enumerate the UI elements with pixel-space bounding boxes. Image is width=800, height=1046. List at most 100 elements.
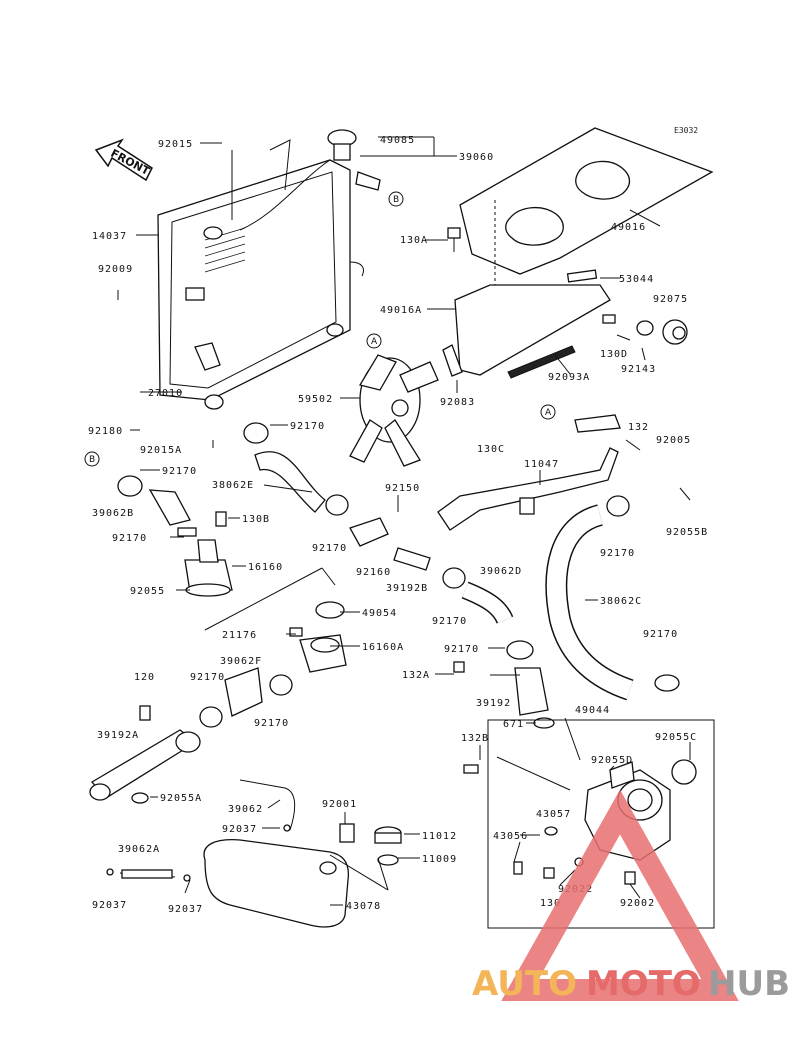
part-label: 92160 bbox=[356, 567, 391, 578]
part-label: 11009 bbox=[422, 854, 457, 865]
part-label: 92143 bbox=[621, 364, 656, 375]
part-label: 132B bbox=[461, 733, 489, 744]
part-label: 132A bbox=[402, 670, 430, 681]
part-label: 39060 bbox=[459, 152, 494, 163]
part-label: 92170 bbox=[162, 466, 197, 477]
pump-detail-box bbox=[487, 719, 715, 929]
part-label: 39062 bbox=[228, 804, 263, 815]
part-label: 92170 bbox=[254, 718, 289, 729]
part-label: 92055 bbox=[130, 586, 165, 597]
ref-a-text: A bbox=[371, 337, 378, 347]
hose-39062F-icon bbox=[224, 667, 263, 717]
thermostat-icon bbox=[289, 601, 347, 673]
part-label: 92170 bbox=[190, 672, 225, 683]
part-label: 39192 bbox=[476, 698, 511, 709]
part-label: 39192B bbox=[386, 583, 428, 594]
front-label: FRONT bbox=[108, 147, 152, 178]
hose-39062B-short-icon bbox=[148, 489, 191, 526]
hose-38062E-icon bbox=[254, 451, 326, 513]
bolt-icon bbox=[447, 227, 461, 252]
part-label: 130B bbox=[242, 514, 270, 525]
part-label: 92150 bbox=[385, 483, 420, 494]
part-label: 92180 bbox=[88, 426, 123, 437]
part-label: 92170 bbox=[432, 616, 467, 627]
part-label: 59502 bbox=[298, 394, 333, 405]
hose-38062C-icon bbox=[545, 504, 634, 701]
part-label: 671 bbox=[503, 719, 524, 730]
part-label: 43057 bbox=[536, 809, 571, 820]
part-label: 27010 bbox=[148, 388, 183, 399]
part-label: 21176 bbox=[222, 630, 257, 641]
fan-bracket-icon bbox=[437, 414, 621, 531]
diagram-code: E3032 bbox=[674, 126, 698, 135]
watermark-part-1: AUTO bbox=[472, 964, 577, 1004]
watermark-logo: AUTO MOTO HUB bbox=[472, 789, 790, 1004]
part-label: 92170 bbox=[112, 533, 147, 544]
part-label: 11012 bbox=[422, 831, 457, 842]
thermostat-housing-icon bbox=[177, 511, 233, 597]
hose-39062D-icon bbox=[461, 581, 514, 624]
radiator-icon bbox=[157, 139, 364, 410]
part-label: 130C bbox=[477, 444, 505, 455]
part-label: 92170 bbox=[643, 629, 678, 640]
part-label: 39062A bbox=[118, 844, 160, 855]
part-label: 49085 bbox=[380, 135, 415, 146]
part-label: 92009 bbox=[98, 264, 133, 275]
part-label: 49016A bbox=[380, 305, 422, 316]
part-label: 16160A bbox=[362, 642, 404, 653]
part-label: 39062B bbox=[92, 508, 134, 519]
ref-circle-b-1: B bbox=[388, 191, 404, 207]
part-label: 39062F bbox=[220, 656, 262, 667]
ref-b-text: B bbox=[393, 195, 399, 205]
ref-circle-b-2: B bbox=[84, 451, 100, 467]
grommet-icon bbox=[602, 314, 688, 345]
part-label: 39192A bbox=[97, 730, 139, 741]
ref-circle-a-1: A bbox=[366, 333, 382, 349]
part-label: 92170 bbox=[600, 548, 635, 559]
fan-icon bbox=[349, 354, 439, 467]
part-label: 92002 bbox=[620, 898, 655, 909]
part-label: 92001 bbox=[322, 799, 357, 810]
part-label: 49044 bbox=[575, 705, 610, 716]
part-label: 92015 bbox=[158, 139, 193, 150]
part-label: 43056 bbox=[493, 831, 528, 842]
part-label: 92055B bbox=[666, 527, 708, 538]
front-arrow-icon: FRONT bbox=[94, 138, 153, 182]
part-label: 130 bbox=[540, 898, 561, 909]
part-label: 92055D bbox=[591, 755, 633, 766]
ref-b-text: B bbox=[89, 455, 95, 465]
part-label: 92170 bbox=[312, 543, 347, 554]
reservoir-tank-icon bbox=[106, 779, 402, 928]
part-label: 92037 bbox=[222, 824, 257, 835]
shroud-panel-icon bbox=[442, 127, 714, 379]
part-label: 92055C bbox=[655, 732, 697, 743]
part-label: 38062E bbox=[212, 480, 254, 491]
watermark-part-3: HUB bbox=[708, 964, 790, 1004]
part-label: 92055A bbox=[160, 793, 202, 804]
ref-circle-a-2: A bbox=[540, 404, 556, 420]
part-label: 11047 bbox=[524, 459, 559, 470]
part-label: 14037 bbox=[92, 231, 127, 242]
watermark-part-2: MOTO bbox=[586, 964, 701, 1004]
part-label: 92015A bbox=[140, 445, 182, 456]
part-label: 39062D bbox=[480, 566, 522, 577]
part-label: 92083 bbox=[440, 397, 475, 408]
part-label: 92037 bbox=[92, 900, 127, 911]
part-label: 38062C bbox=[600, 596, 642, 607]
part-label: 130D bbox=[600, 349, 628, 360]
pipe-39192A-icon bbox=[89, 705, 201, 804]
part-label: 92037 bbox=[168, 904, 203, 915]
part-label: 92075 bbox=[653, 294, 688, 305]
radiator-cap-icon bbox=[327, 129, 381, 191]
part-label: 92170 bbox=[290, 421, 325, 432]
part-label: 92093A bbox=[548, 372, 590, 383]
leader-lines bbox=[117, 136, 691, 906]
part-label: 132 bbox=[628, 422, 649, 433]
ref-a-text: A bbox=[545, 408, 552, 418]
hose-39062B-icon bbox=[349, 517, 431, 571]
part-label: 16160 bbox=[248, 562, 283, 573]
part-label: 92005 bbox=[656, 435, 691, 446]
part-label: 43078 bbox=[346, 901, 381, 912]
hose-clamp-icon bbox=[117, 422, 680, 728]
